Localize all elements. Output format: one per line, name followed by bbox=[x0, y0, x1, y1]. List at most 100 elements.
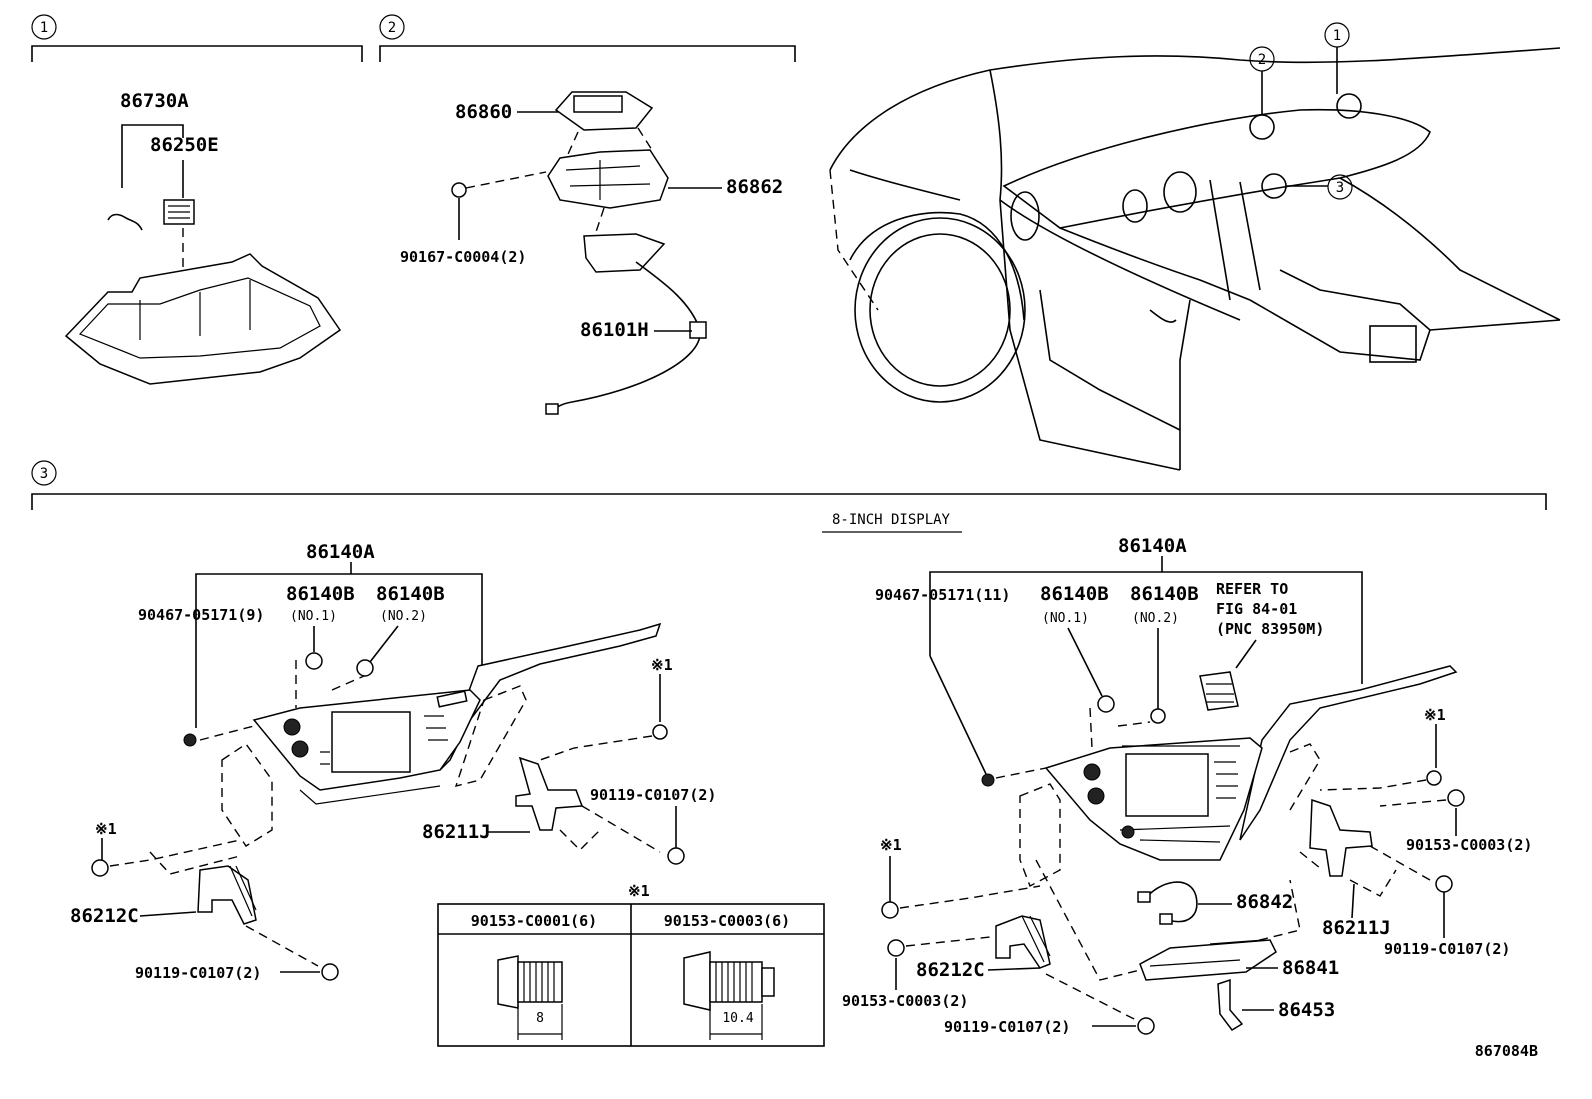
front-wheel bbox=[854, 217, 1026, 403]
section2-header: 2 bbox=[379, 14, 796, 62]
right-label-90153-b: 90153-C0003(2) bbox=[842, 992, 968, 1010]
left-mark1-b: ※1 bbox=[95, 820, 117, 838]
right-knob-no1 bbox=[1097, 695, 1115, 713]
left-display-screen bbox=[331, 711, 411, 773]
label-86862: 86862 bbox=[726, 176, 783, 198]
dashboard bbox=[1002, 108, 1431, 229]
location-marker-2 bbox=[1249, 114, 1275, 140]
left-bolt-90119-a bbox=[667, 847, 685, 865]
right-label-no1: (NO.1) bbox=[1042, 611, 1089, 626]
right-label-86212C: 86212C bbox=[916, 959, 985, 981]
left-label-86140B-2: 86140B bbox=[376, 583, 445, 605]
section2-parts: 86860 86862 90167-C0004(2) 86101H bbox=[400, 91, 783, 415]
part-86862 bbox=[547, 149, 669, 209]
right-mark1-b: ※1 bbox=[880, 836, 902, 854]
right-module-86841 bbox=[1139, 939, 1277, 981]
overhead-console-housing bbox=[64, 253, 342, 385]
figure-id: 867084B bbox=[1475, 1042, 1538, 1060]
right-label-86140B-1: 86140B bbox=[1040, 583, 1109, 605]
section3-header: 3 8-INCH DISPLAY bbox=[31, 460, 1547, 533]
callout-1-label: 1 bbox=[40, 20, 48, 36]
right-upper-trim bbox=[1239, 665, 1458, 841]
left-knob-no2 bbox=[356, 659, 374, 677]
label-90167: 90167-C0004(2) bbox=[400, 248, 526, 266]
right-label-86842: 86842 bbox=[1236, 891, 1293, 913]
right-refer-line3: (PNC 83950M) bbox=[1216, 620, 1324, 638]
left-label-86211J: 86211J bbox=[422, 821, 491, 843]
right-cable-86842 bbox=[1143, 881, 1198, 923]
right-bracket-86453 bbox=[1217, 978, 1244, 1031]
right-label-86453: 86453 bbox=[1278, 999, 1335, 1021]
right-bolt-mark1-b bbox=[881, 901, 899, 919]
right-bolt-mark1-a bbox=[1426, 770, 1442, 786]
vehicle-callout-2: 2 bbox=[1258, 52, 1266, 68]
left-label-86212C: 86212C bbox=[70, 905, 139, 927]
right-refer-line1: REFER TO bbox=[1216, 580, 1288, 598]
table-col1-header: 90153-C0001(6) bbox=[471, 912, 597, 930]
left-label-90119-b: 90119-C0107(2) bbox=[135, 964, 261, 982]
right-label-86140A: 86140A bbox=[1118, 535, 1187, 557]
left-label-86140A: 86140A bbox=[306, 541, 375, 563]
left-bolt-90119-b bbox=[321, 963, 339, 981]
right-bolt-90153-a bbox=[1447, 789, 1465, 807]
left-mark1-a: ※1 bbox=[651, 656, 673, 674]
left-label-no2: (NO.2) bbox=[380, 609, 427, 624]
bolt-90153-C0003 bbox=[683, 951, 711, 1011]
left-label-no1: (NO.1) bbox=[290, 609, 337, 624]
section3-title: 8-INCH DISPLAY bbox=[832, 512, 951, 528]
table-dim-1: 8 bbox=[536, 1011, 544, 1026]
right-switch-83950M bbox=[1199, 671, 1239, 711]
right-label-90119-b: 90119-C0107(2) bbox=[944, 1018, 1070, 1036]
left-upper-trim bbox=[439, 622, 662, 771]
callout-3-label: 3 bbox=[40, 466, 48, 482]
section3-right-assembly: 86140A 90467-05171(11) 86140B (NO.1) 861… bbox=[842, 535, 1532, 1036]
section3-left-assembly: 86140A 90467-05171(9) 86140B (NO.1) 8614… bbox=[70, 541, 716, 982]
left-label-86140B-1: 86140B bbox=[286, 583, 355, 605]
bolt-90153-C0001 bbox=[497, 955, 519, 1009]
left-knob-no1 bbox=[305, 652, 323, 670]
table-col2-header: 90153-C0003(6) bbox=[664, 912, 790, 930]
right-bolt-90119-b bbox=[1137, 1017, 1155, 1035]
part-86101H-bracket bbox=[583, 233, 666, 273]
right-label-86211J: 86211J bbox=[1322, 917, 1391, 939]
right-label-86140B-2: 86140B bbox=[1130, 583, 1199, 605]
right-label-90119-a: 90119-C0107(2) bbox=[1384, 940, 1510, 958]
right-label-no2: (NO.2) bbox=[1132, 611, 1179, 626]
right-bracket-86211J bbox=[1309, 798, 1373, 877]
left-bolt-mark1-b bbox=[91, 859, 109, 877]
fastener-table: ※1 90153-C0001(6) 90153-C0003(6) 8 10.4 bbox=[437, 882, 825, 1047]
left-bolt-mark1-a bbox=[652, 724, 668, 740]
right-bolt-90153-b bbox=[887, 939, 905, 957]
wire-86101H bbox=[551, 261, 701, 415]
location-marker-1 bbox=[1336, 93, 1362, 119]
section1-header: 1 bbox=[31, 14, 363, 62]
section1-parts: 86730A 86250E bbox=[64, 90, 342, 385]
right-label-90153-a: 90153-C0003(2) bbox=[1406, 836, 1532, 854]
left-clip-90467 bbox=[183, 733, 197, 747]
right-display-screen bbox=[1125, 753, 1209, 817]
left-bracket-86211J bbox=[515, 756, 584, 831]
right-label-86841: 86841 bbox=[1282, 957, 1339, 979]
table-mark: ※1 bbox=[628, 882, 650, 900]
screw-90167 bbox=[451, 182, 467, 198]
label-86101H: 86101H bbox=[580, 319, 649, 341]
right-refer-line2: FIG 84-01 bbox=[1216, 600, 1297, 618]
right-knob-no2 bbox=[1150, 708, 1166, 724]
right-clip-90467 bbox=[981, 773, 995, 787]
right-label-90467: 90467-05171(11) bbox=[875, 586, 1010, 604]
label-86860: 86860 bbox=[455, 101, 512, 123]
location-marker-3 bbox=[1261, 173, 1287, 199]
table-dim-2: 10.4 bbox=[722, 1011, 753, 1026]
left-label-90119-a: 90119-C0107(2) bbox=[590, 786, 716, 804]
left-bracket-86212C bbox=[197, 865, 257, 925]
label-86250E: 86250E bbox=[150, 134, 219, 156]
wire-86730A bbox=[107, 213, 143, 231]
callout-2-label: 2 bbox=[388, 20, 396, 36]
vehicle-interior-overview: 1 2 3 bbox=[829, 22, 1561, 471]
vehicle-callout-1: 1 bbox=[1333, 28, 1341, 44]
label-86730A: 86730A bbox=[120, 90, 189, 112]
right-bolt-90119-a bbox=[1435, 875, 1453, 893]
right-mark1-a: ※1 bbox=[1424, 706, 1446, 724]
vehicle-callout-3: 3 bbox=[1336, 180, 1344, 196]
